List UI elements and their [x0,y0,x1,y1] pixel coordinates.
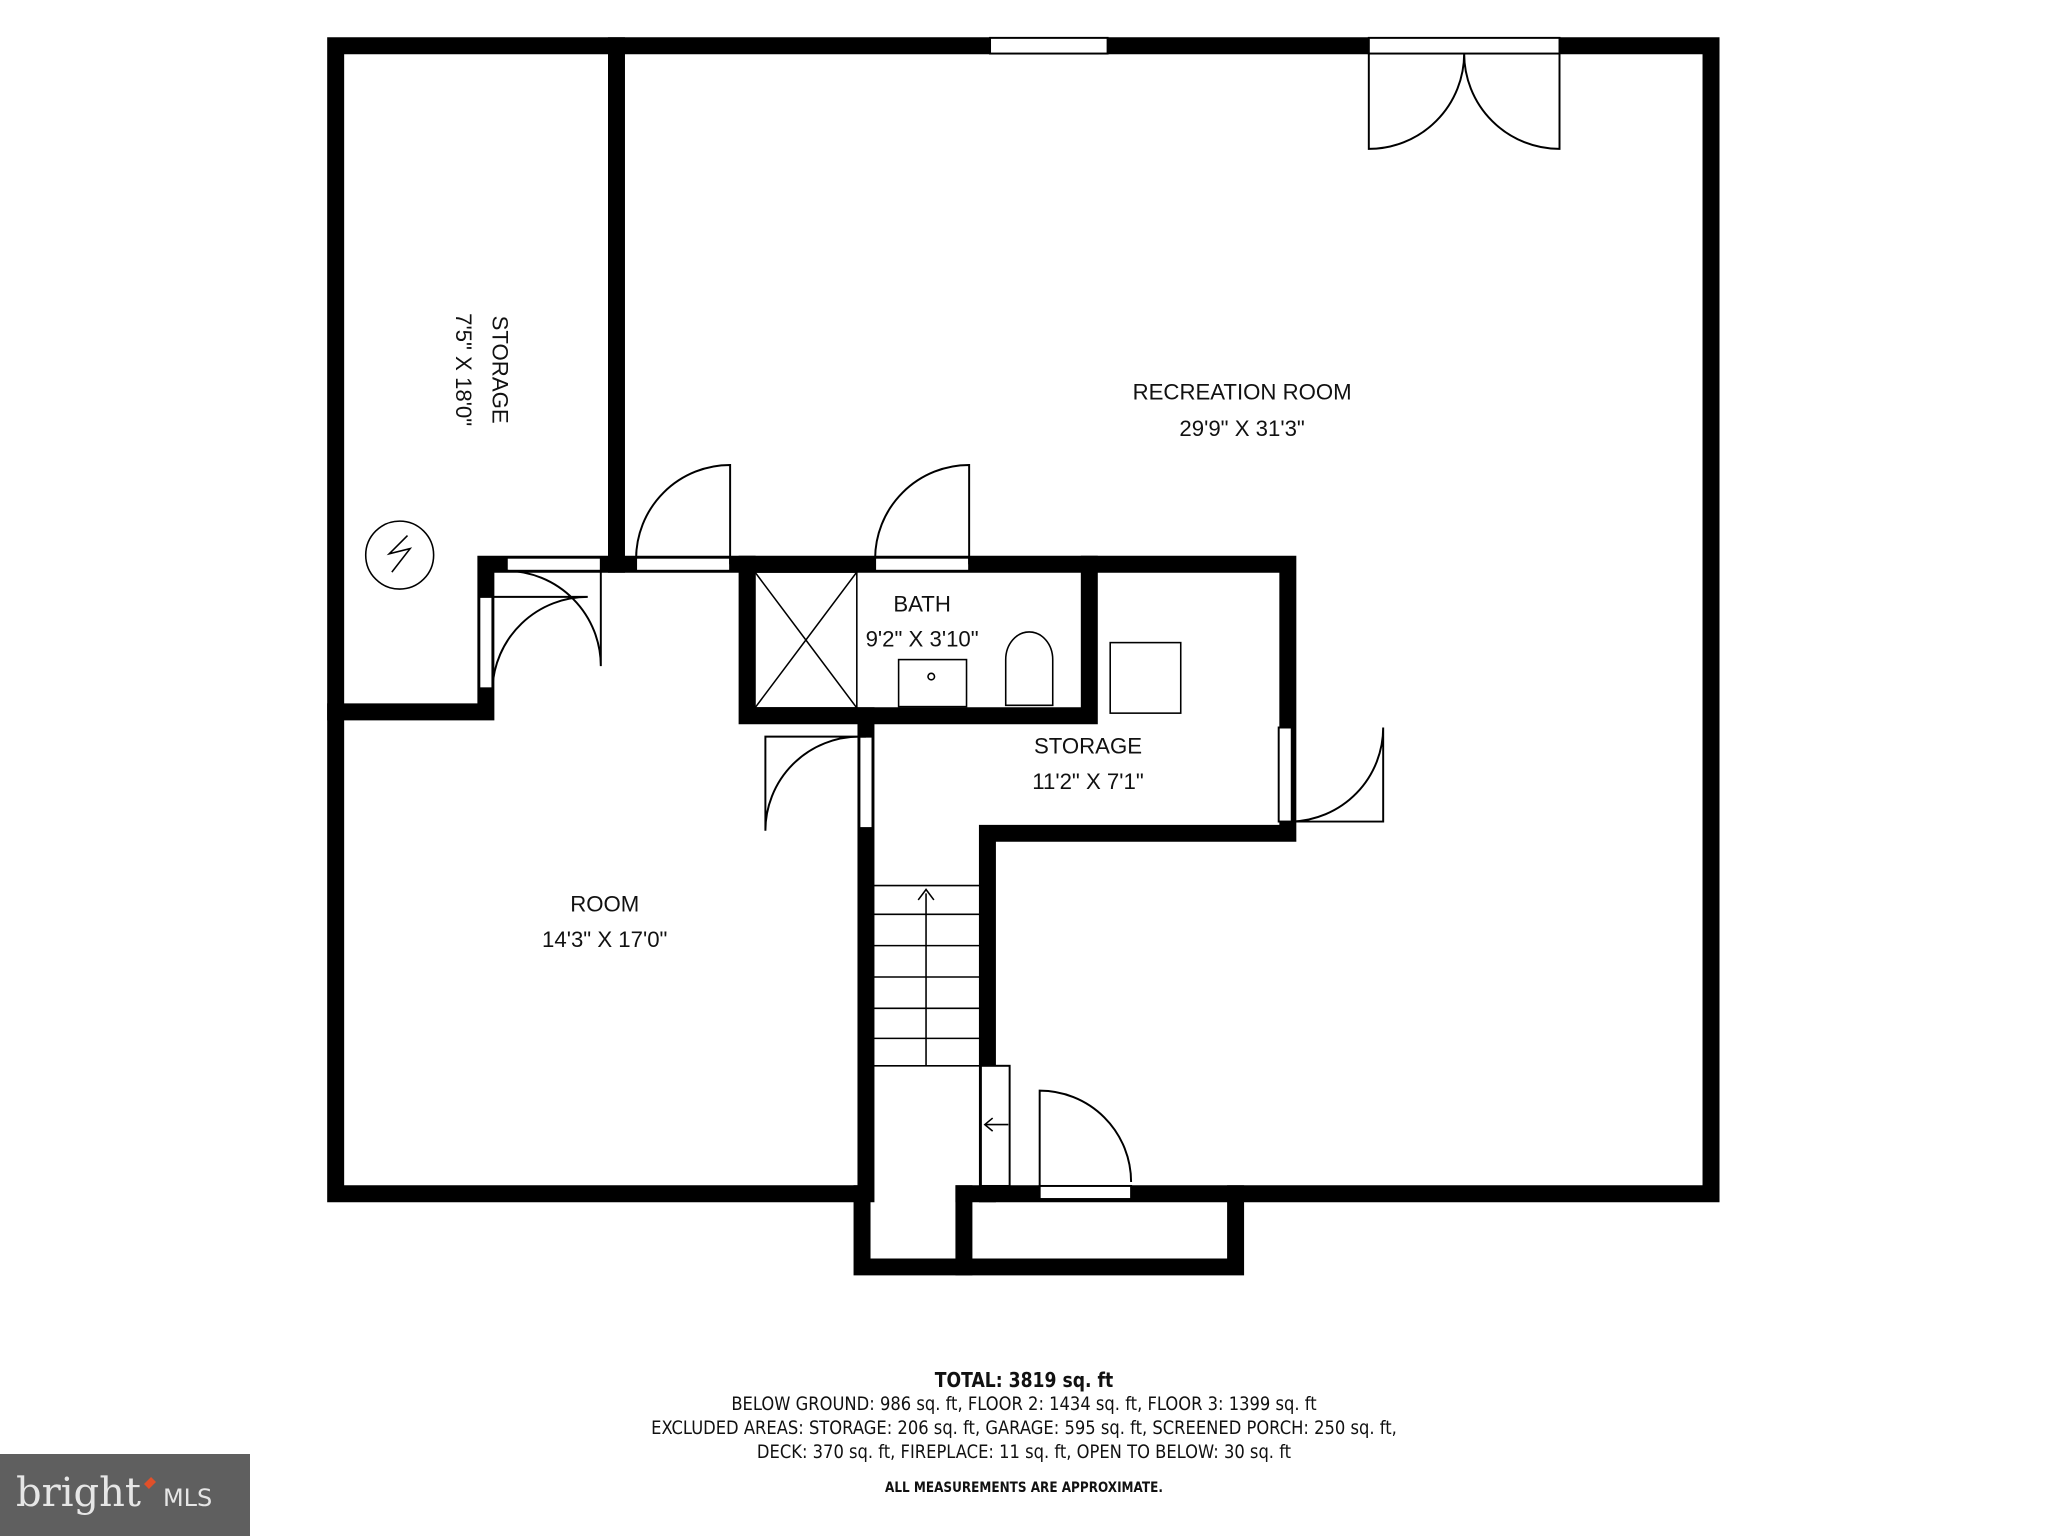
bright-mls-logo: bright MLS [0,1454,250,1536]
sink [897,658,968,708]
room-dims: 29'9" X 31'3" [1179,416,1304,441]
summary-line: EXCLUDED AREAS: STORAGE: 206 sq. ft, GAR… [651,1417,1397,1439]
room-name: STORAGE [1034,734,1142,759]
door-swings [491,53,1561,1186]
window [989,36,1109,55]
room-dims: 9'2" X 3'10" [866,627,979,652]
room-dims: 7'5" X 18'0" [451,313,476,426]
electrical-panel-icon [364,520,435,590]
water-heater [1109,641,1182,714]
fixtures [364,520,1182,714]
area-summary: TOTAL: 3819 sq. ft BELOW GROUND: 986 sq.… [143,1368,1904,1500]
logo-suffix: MLS [162,1484,213,1512]
stairs [872,884,1009,1132]
room-dims: 14'3" X 17'0" [542,927,667,952]
room-dims: 11'2" X 7'1" [1032,769,1143,794]
star-icon [143,1476,156,1490]
total-area: TOTAL: 3819 sq. ft [934,1368,1114,1392]
room-name: STORAGE [487,316,512,424]
room-name: ROOM [570,892,639,917]
disclaimer: ALL MEASUREMENTS ARE APPROXIMATE. [885,1480,1163,1496]
shower [754,571,858,709]
double-door-opening [1367,36,1561,55]
summary-line: DECK: 370 sq. ft, FIREPLACE: 11 sq. ft, … [756,1441,1292,1463]
room-name: RECREATION ROOM [1133,380,1352,405]
walls [327,37,1720,1276]
room-name: BATH [893,591,951,616]
logo-brand: bright [16,1470,141,1516]
openings [478,36,1561,1200]
toilet [1004,631,1054,707]
summary-line: BELOW GROUND: 986 sq. ft, FLOOR 2: 1434 … [731,1393,1317,1415]
